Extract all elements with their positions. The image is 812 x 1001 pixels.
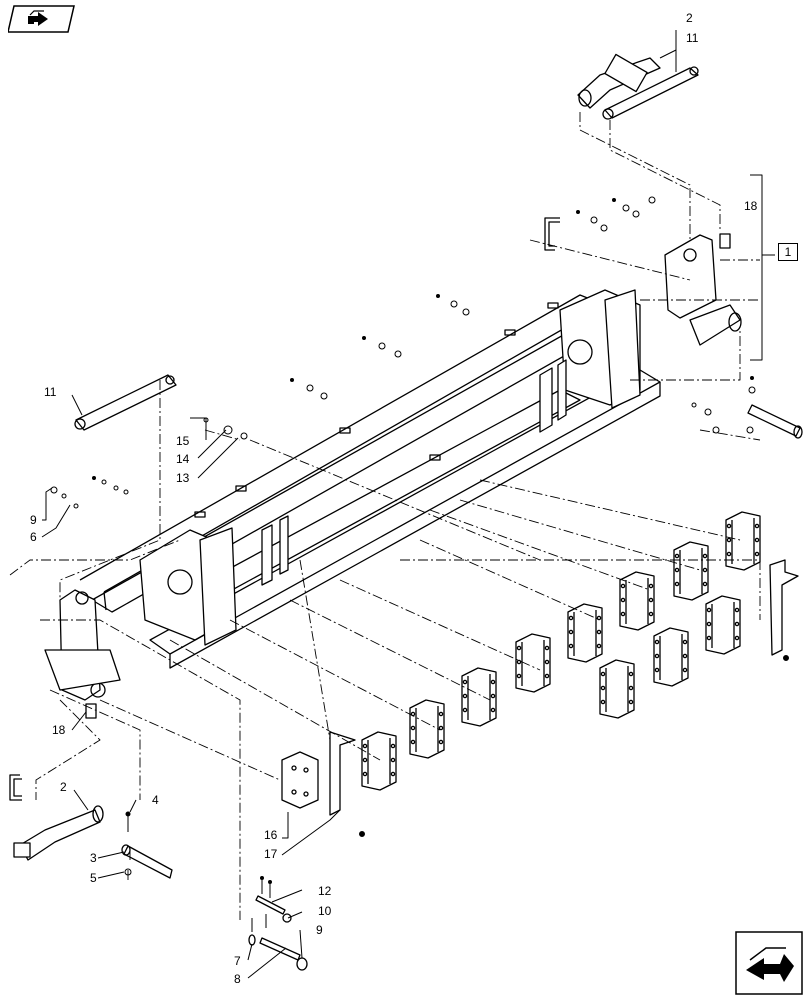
bolts [50, 196, 789, 932]
washer-10 [282, 913, 292, 923]
callout-13: 13 [176, 471, 190, 485]
bracket-plate [461, 667, 497, 727]
callout-11-top: 11 [686, 31, 699, 45]
bracket-plate [599, 659, 635, 719]
callout-16: 16 [264, 828, 278, 842]
hydraulic-cylinder-bottom [13, 805, 104, 861]
bracket-plate [361, 731, 397, 791]
decal-18-right [719, 233, 731, 249]
callout-15: 15 [176, 434, 190, 448]
callout-12: 12 [318, 884, 332, 898]
callout-leaders [41, 30, 775, 979]
top-rail-tabs [194, 302, 559, 518]
frame-vertical-posts [261, 359, 567, 586]
u-bolt-top [544, 217, 560, 251]
mount-bracket-16 [281, 751, 319, 809]
leader-lines [9, 112, 761, 920]
callout-18-right: 18 [744, 199, 758, 213]
small-pin [259, 937, 301, 961]
callout-2-top: 2 [686, 11, 693, 25]
link-arm-top [602, 66, 699, 120]
u-bolt-bottom [9, 774, 22, 801]
bracket-plate [567, 603, 603, 663]
next-page-arrow-icon[interactable] [734, 930, 804, 996]
bracket-plate [619, 571, 655, 631]
back-page-arrow-icon[interactable] [7, 4, 76, 34]
bracket-plate [725, 511, 761, 571]
mount-bracket-17 [329, 731, 356, 816]
main-frame-lower-tube [149, 369, 661, 669]
left-end-plate-assembly [44, 527, 237, 701]
decal-18-left [85, 703, 97, 719]
callout-18-left: 18 [52, 723, 66, 737]
pivot-pin-right [747, 404, 803, 439]
bracket-plate [515, 633, 551, 693]
callout-6: 6 [30, 530, 37, 544]
callout-8: 8 [234, 972, 241, 986]
link-arm-left [74, 374, 177, 431]
callout-5: 5 [90, 871, 97, 885]
mount-bracket-right [769, 559, 799, 656]
callout-11-left: 11 [44, 385, 57, 399]
washer-9 [296, 957, 308, 971]
pin-upper [255, 895, 286, 915]
spring-pin-7 [248, 934, 256, 946]
bracket-plate [673, 541, 709, 601]
hydraulic-cylinder-top [577, 53, 661, 109]
bracket-plate [705, 595, 741, 655]
callout-3: 3 [90, 851, 97, 865]
bracket-plate [653, 627, 689, 687]
callout-4: 4 [152, 793, 159, 807]
callout-9-bottom: 9 [316, 923, 323, 937]
callout-9-left: 9 [30, 513, 37, 527]
callout-10: 10 [318, 904, 332, 918]
callout-1-boxed: 1 [778, 243, 798, 261]
bracket-plates [361, 511, 761, 791]
callout-7: 7 [234, 954, 241, 968]
callout-2-bottom: 2 [60, 780, 67, 794]
callout-17: 17 [264, 847, 278, 861]
callout-14: 14 [176, 452, 190, 466]
right-end-plate-assembly [559, 234, 742, 409]
